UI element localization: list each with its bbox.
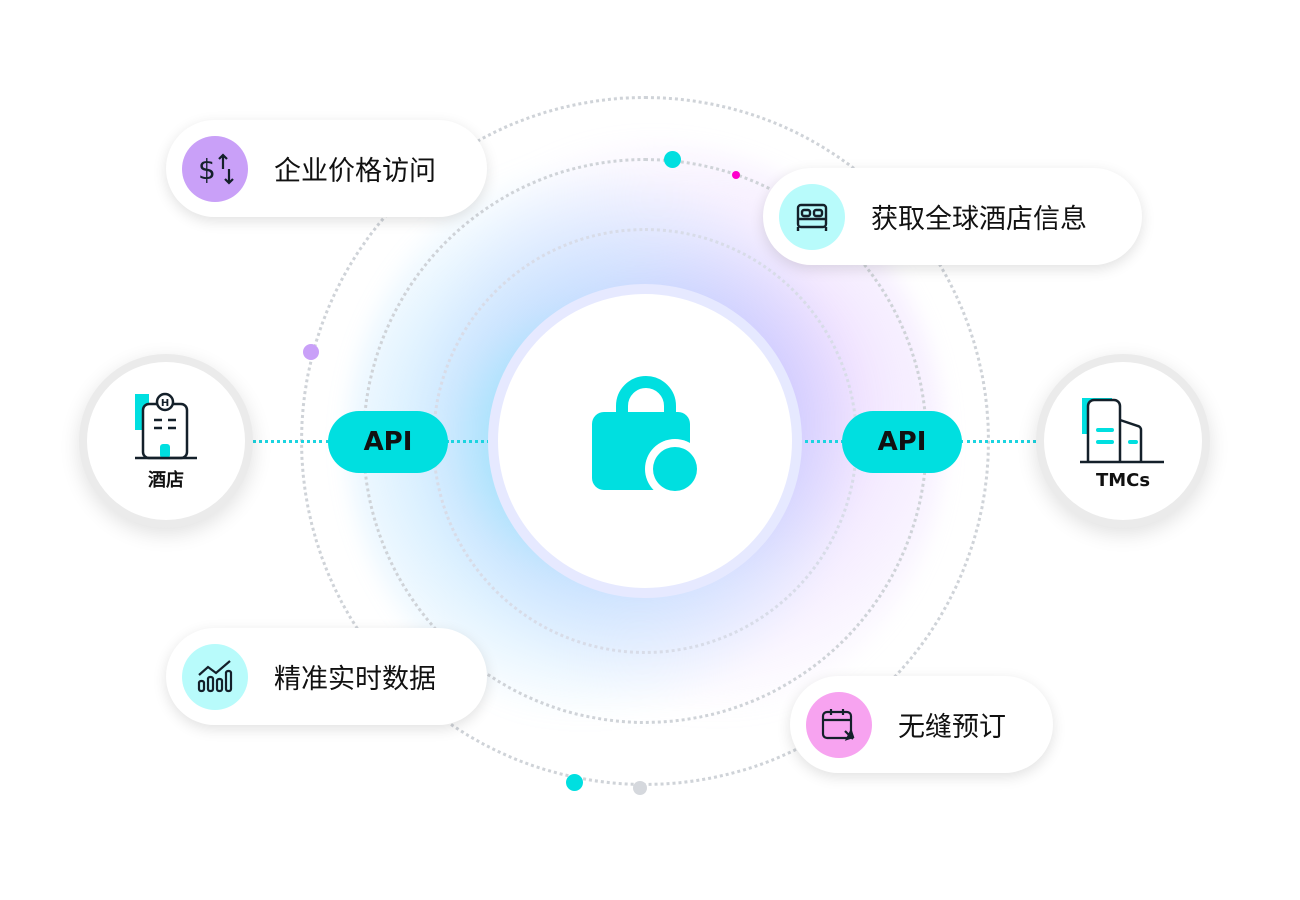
office-buildings-icon — [1080, 397, 1164, 463]
connector-line — [246, 440, 330, 443]
bed-icon — [779, 183, 845, 250]
center-hub — [498, 294, 792, 588]
feature-label: 获取全球酒店信息 — [871, 204, 1087, 235]
feature-label: 精准实时数据 — [274, 664, 436, 695]
hotel-node: H 酒店 — [79, 354, 253, 528]
dollar-exchange-icon: $ — [182, 135, 248, 202]
orbit-dot — [732, 171, 740, 179]
svg-text:$: $ — [198, 153, 216, 186]
tmcs-node: TMCs — [1036, 354, 1210, 528]
feature-seamless-booking: 无缝预订 — [790, 676, 1053, 773]
calendar-click-icon — [806, 691, 872, 758]
orbit-dot — [566, 774, 583, 791]
feature-global-hotel-info: 获取全球酒店信息 — [763, 168, 1142, 265]
svg-text:H: H — [161, 398, 169, 409]
orbit-dot — [303, 344, 319, 360]
bar-chart-icon — [182, 643, 248, 710]
feature-label: 企业价格访问 — [274, 156, 436, 187]
feature-realtime-data: 精准实时数据 — [166, 628, 487, 725]
api-badge-right: API — [842, 411, 962, 473]
tmcs-node-label: TMCs — [1095, 469, 1151, 491]
hotel-node-label: 酒店 — [148, 470, 184, 491]
connector-line — [798, 440, 844, 443]
orbit-dot — [664, 151, 681, 168]
api-badge-left: API — [328, 411, 448, 473]
hotel-building-icon: H — [135, 392, 197, 460]
orbit-dot — [633, 781, 647, 795]
feature-corporate-rates: $ 企业价格访问 — [166, 120, 487, 217]
feature-label: 无缝预订 — [898, 712, 1006, 743]
connector-line — [960, 440, 1042, 443]
connector-line — [446, 440, 490, 443]
bag-logo-icon — [592, 376, 705, 499]
